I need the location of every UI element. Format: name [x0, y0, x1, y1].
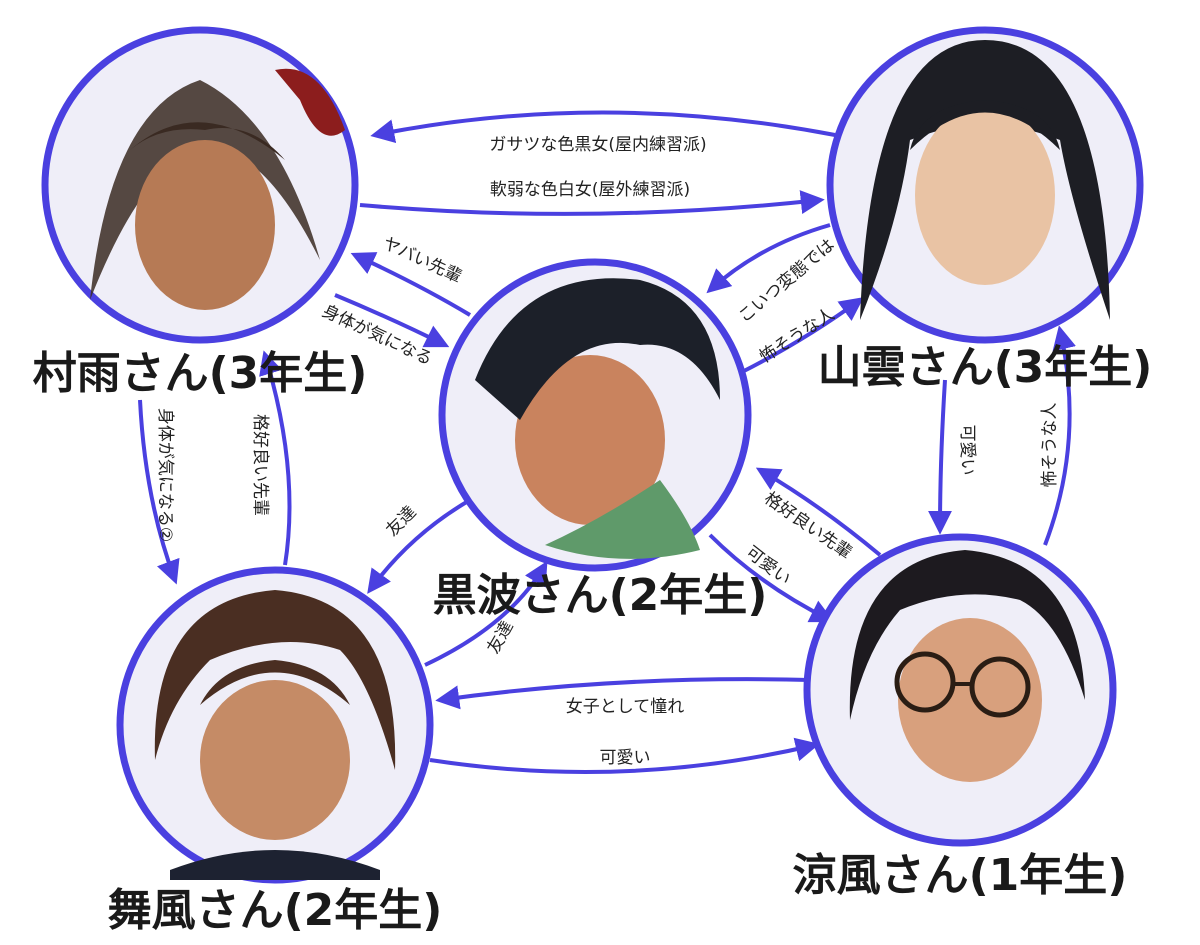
arrow-murasame-to-kuronami [334, 293, 450, 348]
portrait-kuronami [438, 258, 752, 572]
name-suzukaze: 涼風さん(1年生) [793, 850, 1128, 901]
arrow-suzukaze-to-kuronami [755, 467, 882, 557]
arrow-maikaze-to-murasame [259, 350, 292, 566]
label-kuronami-to-murasame: ヤバい先輩 [380, 234, 465, 288]
portrait-maikaze [116, 566, 434, 884]
label-suzukaze-to-maikaze: 女子として憧れ [566, 697, 685, 717]
arrow-maikaze-to-kuronami [424, 560, 548, 667]
name-maikaze: 舞風さん(2年生) [108, 885, 443, 936]
arrow-maikaze-to-suzukaze [429, 737, 820, 774]
label-murasame-to-maikaze: 身体が気になる② [155, 408, 175, 542]
portrait-suzukaze [803, 533, 1117, 847]
portrait-murasame [41, 26, 359, 344]
arrow-yamakumo-to-suzukaze [928, 379, 953, 535]
name-murasame: 村雨さん(3年生) [33, 348, 368, 399]
label-maikaze-to-murasame: 格好良い先輩 [250, 414, 270, 516]
portrait-yamakumo [826, 26, 1144, 344]
arrow-kuronami-to-yamakumo [741, 297, 864, 374]
arrow-kuronami-to-murasame [350, 252, 472, 317]
arrow-suzukaze-to-yamakumo [1043, 325, 1076, 546]
label-murasame-to-yamakumo: 軟弱な色白女(屋外練習派) [490, 180, 690, 200]
arrow-yamakumo-to-kuronami [706, 223, 831, 294]
label-yamakumo-to-murasame: ガサツな色黒女(屋内練習派) [489, 135, 706, 155]
arrow-murasame-to-yamakumo [359, 190, 825, 216]
relation-arrows [138, 110, 1076, 774]
name-kuronami: 黒波さん(2年生) [433, 570, 768, 621]
label-yamakumo-to-suzukaze: 可愛い [957, 425, 977, 476]
arrow-suzukaze-to-maikaze [435, 677, 811, 710]
arrow-kuronami-to-maikaze [367, 498, 472, 594]
label-maikaze-to-suzukaze: 可愛い [600, 748, 651, 768]
label-suzukaze-to-yamakumo: 怖そうな人 [1040, 403, 1060, 488]
arrow-murasame-to-maikaze [138, 399, 180, 585]
label-kuronami-to-maikaze: 友達 [382, 502, 420, 540]
character-names: 村雨さん(3年生) 山雲さん(3年生) 黒波さん(2年生) 舞風さん(2年生) … [33, 342, 1153, 936]
label-maikaze-to-kuronami: 友達 [484, 618, 518, 657]
arrow-kuronami-to-suzukaze [708, 533, 835, 623]
name-yamakumo: 山雲さん(3年生) [818, 342, 1153, 393]
arrow-yamakumo-to-murasame [370, 110, 836, 144]
